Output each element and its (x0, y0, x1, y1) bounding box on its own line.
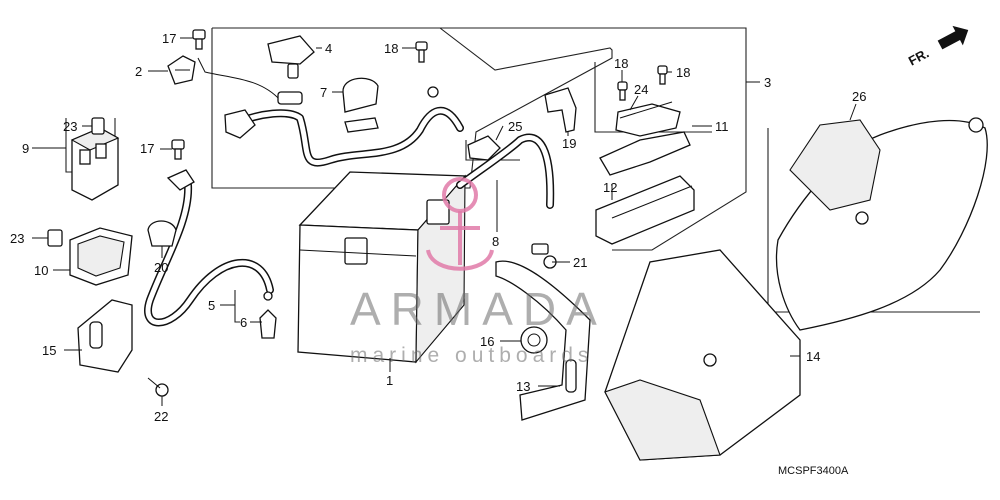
callout-20: 20 (154, 260, 168, 275)
callout-3: 3 (764, 75, 771, 90)
bracket-15 (77, 299, 133, 373)
battery (297, 171, 467, 364)
callout-17: 17 (162, 31, 176, 46)
callout-16: 16 (480, 334, 494, 349)
callout-26: 26 (852, 89, 866, 104)
callout-2: 2 (135, 64, 142, 79)
callout-5: 5 (208, 298, 215, 313)
relay-9 (70, 127, 120, 201)
positive-cable (144, 181, 274, 327)
callout-24: 24 (634, 82, 648, 97)
terminal-cover-4 (267, 35, 315, 79)
callout-13: 13 (516, 379, 530, 394)
side-cover-26 (775, 117, 988, 331)
bolt-17-mid (171, 139, 185, 160)
front-direction-indicator: FR. (906, 25, 969, 68)
bolt-21 (531, 243, 557, 269)
callout-12: 12 (603, 180, 617, 195)
bolt-17-top (192, 29, 206, 50)
cable-terminal-top (166, 169, 195, 191)
callout-10: 10 (34, 263, 48, 278)
fuse-23-top (91, 117, 105, 135)
callout-23: 23 (10, 231, 24, 246)
cap-2 (167, 55, 196, 85)
fuse-23-left (47, 229, 63, 247)
callout-1: 1 (386, 373, 393, 388)
callout-19: 19 (562, 136, 576, 151)
callout-labels: 17 2 4 18 7 23 9 17 23 10 20 15 22 5 6 1… (10, 31, 866, 424)
connector-harness (224, 91, 303, 139)
watermark: ARMADA marine outboards (350, 177, 607, 367)
terminal-6 (259, 291, 277, 339)
callout-9: 9 (22, 141, 29, 156)
bolt-18-top (415, 41, 439, 98)
callout-6: 6 (240, 315, 247, 330)
fuse-box-10 (69, 227, 133, 286)
front-arrow-icon (937, 25, 969, 50)
callout-15: 15 (42, 343, 56, 358)
callout-11: 11 (715, 119, 729, 134)
callout-18: 18 (614, 56, 628, 71)
callout-14: 14 (806, 349, 820, 364)
anchor-logo-icon (426, 177, 494, 271)
cover-14 (604, 249, 801, 461)
diagram-code: MCSPF3400A (778, 465, 849, 477)
leader-lines (32, 37, 857, 406)
terminal-25 (467, 135, 501, 161)
bolt-22 (147, 377, 169, 397)
callout-18: 18 (676, 65, 690, 80)
fuse-holder-11 (599, 103, 691, 176)
callout-7: 7 (320, 85, 327, 100)
callout-25: 25 (508, 119, 522, 134)
callout-18: 18 (384, 41, 398, 56)
fuse-strip-24 (619, 101, 673, 119)
fuse-cover-12 (595, 175, 695, 245)
watermark-tagline: marine outboards (350, 344, 593, 367)
clip-19 (544, 87, 577, 133)
watermark-brand: ARMADA (350, 283, 607, 335)
callout-8: 8 (492, 234, 499, 249)
callout-22: 22 (154, 409, 168, 424)
screws-18-right (617, 65, 668, 101)
group-frame-5 (234, 290, 240, 323)
group-frame-11 (594, 62, 712, 133)
front-label: FR. (906, 45, 932, 68)
terminal-cover-7 (342, 77, 379, 133)
grommet-16 (520, 326, 548, 354)
negative-cable (456, 133, 555, 209)
bracket-13 (495, 260, 591, 421)
clamp-20 (147, 220, 177, 247)
callout-21: 21 (573, 255, 587, 270)
callout-23: 23 (63, 119, 77, 134)
group-frame-25-19 (465, 140, 520, 161)
harness-wire (197, 57, 464, 167)
callout-4: 4 (325, 41, 332, 56)
callout-17: 17 (140, 141, 154, 156)
